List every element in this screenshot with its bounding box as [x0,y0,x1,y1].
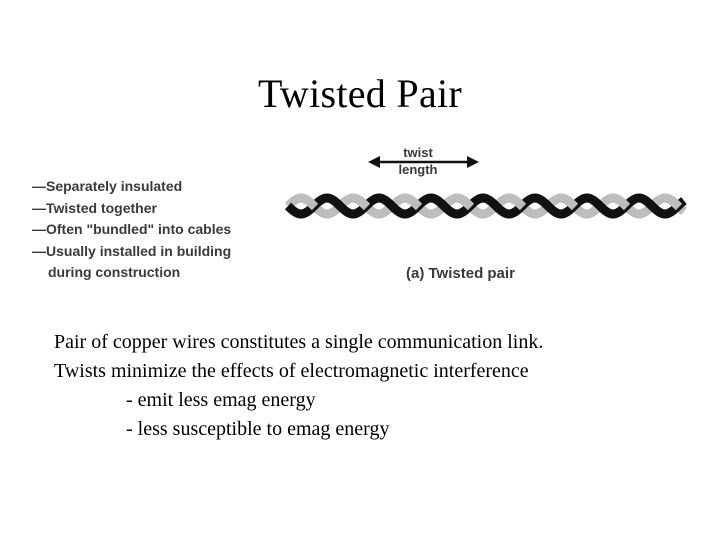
light-wire-crossing [456,193,475,211]
twisted-wire-pair [284,193,687,219]
slide-title: Twisted Pair [257,71,463,116]
twist-label-line: twist [403,145,433,160]
property-item: —Twisted together [32,199,157,216]
twist-label-line: length [398,162,438,177]
property-item: —Usually installed in building [32,242,232,259]
wire-drawing [284,156,687,219]
property-item: —Separately insulated [32,178,183,194]
body-line: Twists minimize the effects of electroma… [54,360,529,382]
property-list: —Separately insulated —Twisted together … [32,176,231,284]
light-wire-crossing [352,193,371,211]
body-line: Pair of copper wires constitutes a singl… [54,331,544,353]
twisted-pair-figure: —Separately insulated —Twisted together … [28,140,690,290]
figure-caption: (a) Twisted pair [406,265,515,282]
property-item: —Often "bundled" into cables [32,221,232,237]
light-wire-crossing [612,193,631,211]
light-wire-crossing [560,193,579,211]
light-wire-crossing [300,193,319,211]
twist-length-arrow-icon [368,156,479,168]
light-wire-crossing [508,193,527,211]
twist-length-label: twist length [390,144,446,178]
body-sub-line: - less susceptible to emag energy [126,418,390,440]
body-sub-line: - emit less emag energy [126,389,316,411]
property-item-continuation: during construction [48,264,181,280]
dark-wire [284,193,687,219]
body-text: Pair of copper wires constitutes a singl… [54,328,694,444]
light-wire-crossing [404,193,423,211]
light-wire-crossing [664,193,683,211]
